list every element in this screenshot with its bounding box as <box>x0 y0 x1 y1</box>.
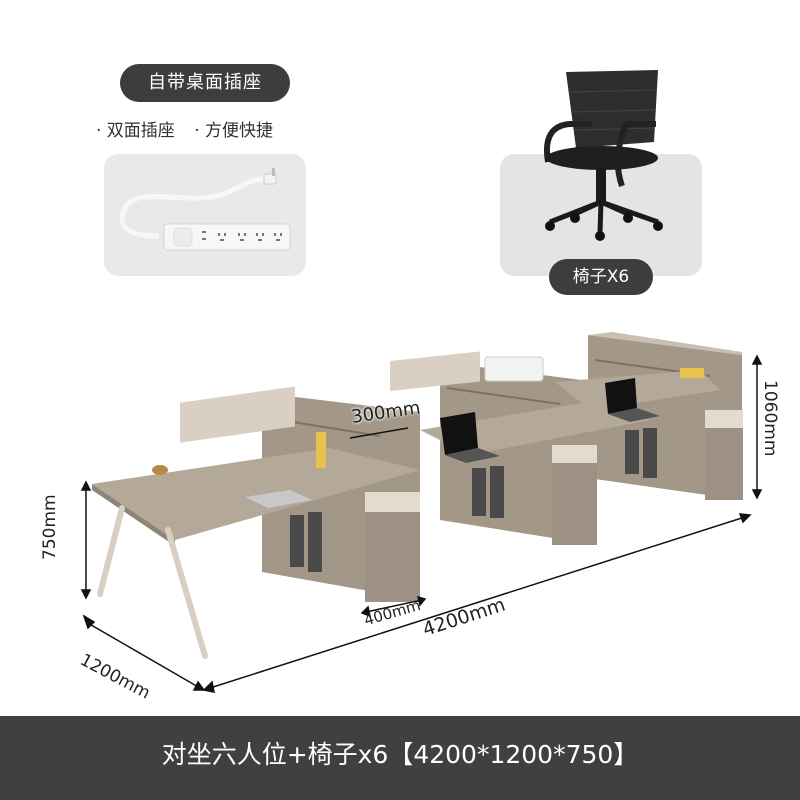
power-strip-card <box>104 154 306 276</box>
power-strip-icon <box>119 168 291 251</box>
socket-feature-list: · 双面插座 · 方便快捷 <box>96 116 287 141</box>
socket-feature-pill: 自带桌面插座 <box>120 64 290 102</box>
product-title: 对坐六人位+椅子x6【4200*1200*750】 <box>161 740 639 769</box>
dimension-cabinet-height: 1060mm <box>760 380 780 457</box>
feature-double-socket: · 双面插座 <box>96 121 175 141</box>
feature-convenient: · 方便快捷 <box>194 121 274 141</box>
workstation-illustration <box>80 332 763 693</box>
product-title-bar: 对坐六人位+椅子x6【4200*1200*750】 <box>0 716 800 800</box>
chair-quantity-label: 椅子X6 <box>549 259 653 295</box>
dimension-desk-height: 750mm <box>40 494 60 560</box>
office-chair-icon <box>544 70 663 241</box>
